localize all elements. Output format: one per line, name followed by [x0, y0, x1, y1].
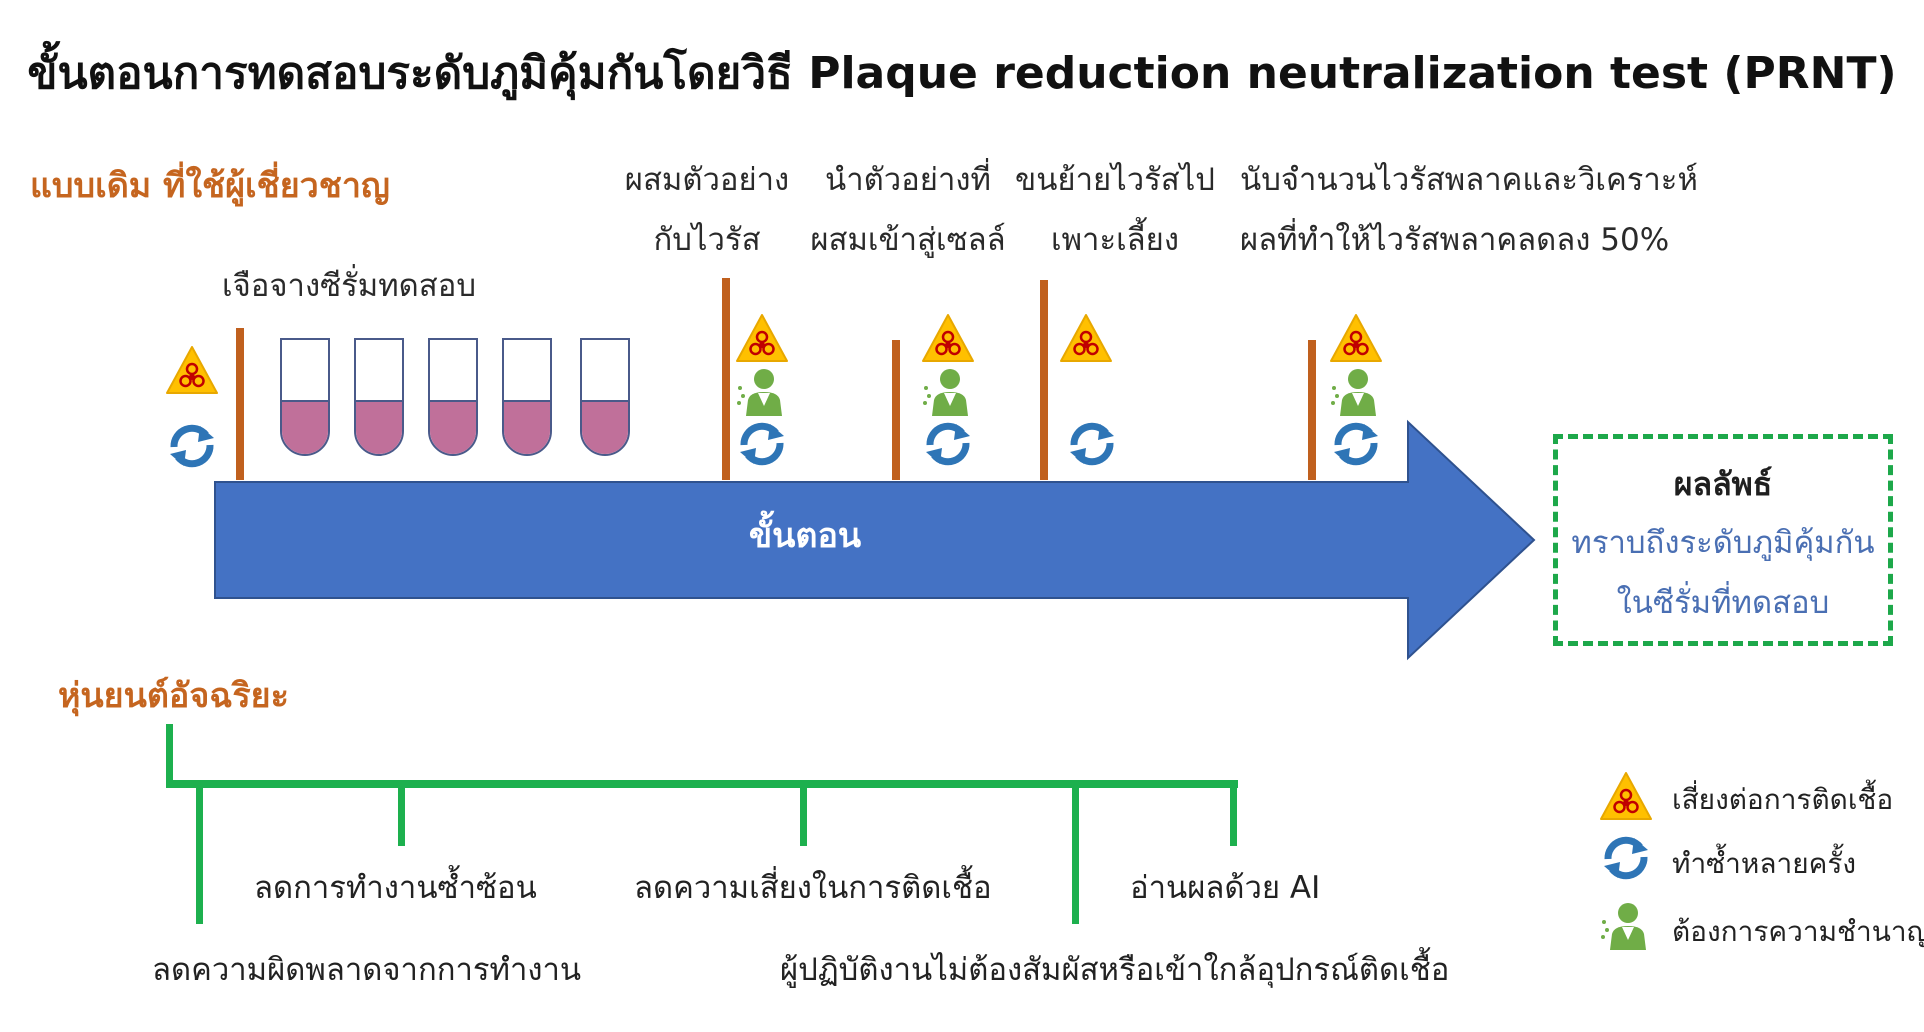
step-infect-line1: นำตัวอย่างที่	[825, 162, 991, 198]
benefit-risk: ลดความเสี่ยงในการติดเชื้อ	[634, 870, 992, 906]
biohazard-icon	[1058, 312, 1114, 364]
result-title: ผลลัพธ์	[1673, 465, 1773, 503]
result-line2: ในซีรั่มที่ทดสอบ	[1616, 585, 1830, 621]
legend-repeat-icon	[1598, 832, 1654, 884]
step-count-line1: นับจำนวนไวรัสพลาคและวิเคราะห์	[1240, 162, 1698, 198]
result-line1: ทราบถึงระดับภูมิคุ้มกัน	[1571, 525, 1875, 561]
step-count-line2: ผลที่ทำให้ไวรัสพลาคลดลง 50%	[1240, 222, 1670, 258]
step-mix-line2: กับไวรัส	[653, 222, 761, 258]
biohazard-icon	[920, 312, 976, 364]
biohazard-icon	[1328, 312, 1384, 364]
tube-liquid	[582, 399, 628, 454]
step-label-mix: ผสมตัวอย่าง กับไวรัส	[612, 150, 802, 270]
legend-expert-icon	[1598, 900, 1654, 952]
expert-icon	[1328, 366, 1384, 418]
repeat-icon	[734, 418, 790, 470]
dilution-label: เจือจางซีรั่มทดสอบ	[222, 268, 476, 304]
step-label-count: นับจำนวนไวรัสพลาคและวิเคราะห์ ผลที่ทำให้…	[1240, 150, 1720, 270]
robot-branch-ai	[1230, 782, 1237, 846]
step-transfer-line1: ขนย้ายไวรัสไป	[1015, 162, 1215, 198]
robot-branch-contact	[1072, 782, 1079, 924]
biohazard-icon	[734, 312, 790, 364]
test-tube	[428, 338, 478, 456]
biohazard-icon	[164, 344, 220, 396]
robot-branch-risk	[800, 782, 807, 846]
benefit-error: ลดความผิดพลาดจากการทำงาน	[152, 952, 582, 988]
repeat-icon	[1328, 418, 1384, 470]
legend-label-expert: ต้องการความชำนาญ	[1672, 915, 1924, 948]
legend-label-repeat: ทำซ้ำหลายครั้ง	[1672, 847, 1857, 880]
test-tube	[580, 338, 630, 456]
test-tube	[502, 338, 552, 456]
marker-dilution	[236, 328, 244, 480]
traditional-label: แบบเดิม ที่ใช้ผู้เชี่ยวชาญ	[30, 166, 390, 206]
step-transfer-line2: เพาะเลี้ยง	[1051, 222, 1179, 258]
tube-liquid	[282, 399, 328, 454]
step-infect-line2: ผสมเข้าสู่เซลล์	[810, 222, 1006, 258]
robot-branch-repeat	[398, 782, 405, 846]
repeat-icon	[920, 418, 976, 470]
marker-transfer	[1040, 280, 1048, 480]
expert-icon	[920, 366, 976, 418]
robot-stem	[166, 724, 173, 788]
benefit-ai: อ่านผลด้วย AI	[1130, 870, 1321, 906]
marker-count	[1308, 340, 1316, 480]
tube-liquid	[504, 399, 550, 454]
step-label-transfer: ขนย้ายไวรัสไป เพาะเลี้ยง	[1010, 150, 1220, 270]
repeat-icon	[1064, 418, 1120, 470]
test-tube	[280, 338, 330, 456]
marker-mix	[722, 278, 730, 480]
tube-liquid	[356, 399, 402, 454]
repeat-icon	[164, 420, 220, 472]
page-title: ขั้นตอนการทดสอบระดับภูมิคุ้มกันโดยวิธี P…	[27, 48, 1897, 99]
result-box: ผลลัพธ์ ทราบถึงระดับภูมิคุ้มกัน ในซีรั่ม…	[1553, 434, 1893, 646]
test-tube	[354, 338, 404, 456]
robot-branch-error	[196, 782, 203, 924]
step-label-infect: นำตัวอย่างที่ ผสมเข้าสู่เซลล์	[808, 150, 1008, 270]
robot-line	[166, 780, 1238, 788]
step-mix-line1: ผสมตัวอย่าง	[624, 162, 790, 198]
expert-icon	[734, 366, 790, 418]
robot-label: หุ่นยนต์อัจฉริยะ	[58, 676, 289, 716]
marker-infect	[892, 340, 900, 480]
legend-label-risk: เสี่ยงต่อการติดเชื้อ	[1672, 783, 1894, 816]
legend-biohazard-icon	[1598, 770, 1654, 822]
arrow-label: ขั้นตอน	[748, 516, 862, 556]
tube-liquid	[430, 399, 476, 454]
benefit-repeat: ลดการทำงานซ้ำซ้อน	[254, 870, 537, 906]
benefit-contact: ผู้ปฏิบัติงานไม่ต้องสัมผัสหรือเข้าใกล้อุ…	[780, 952, 1450, 988]
process-arrow	[214, 419, 1536, 661]
